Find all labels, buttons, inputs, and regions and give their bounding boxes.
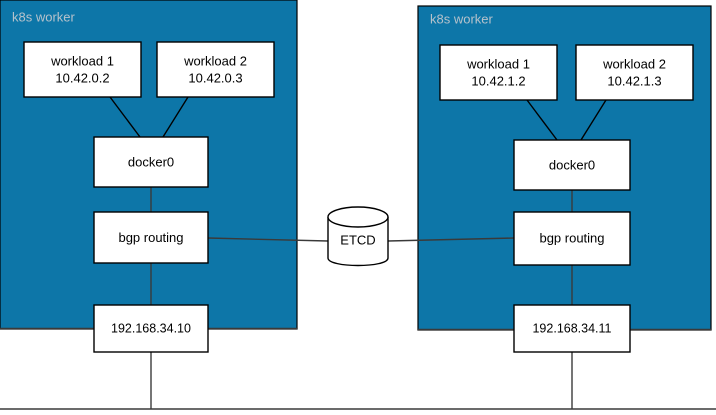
node-etcd-datastore[interactable]: ETCD	[327, 206, 389, 267]
edge-right-workload2-to-docker0	[580, 99, 607, 141]
edge-left-workload1-to-docker0	[109, 96, 141, 138]
edge-right-workload1-to-docker0	[526, 99, 558, 141]
node-left-workload2-name: workload 2	[183, 53, 247, 68]
node-right-docker0-label: docker0	[549, 157, 595, 172]
node-right-host-ip-rect[interactable]	[513, 304, 631, 353]
node-left-docker0[interactable]: docker0	[93, 136, 209, 188]
node-left-workload2-rect[interactable]	[156, 41, 275, 98]
zone-left-label: k8s worker	[12, 9, 76, 24]
edge-left-workload2-to-docker0	[162, 96, 189, 138]
node-right-bgp-routing-rect[interactable]	[513, 211, 631, 266]
node-right-workload1-rect[interactable]	[439, 44, 558, 101]
node-right-docker0-rect[interactable]	[513, 139, 631, 191]
zone-right-label: k8s worker	[430, 11, 494, 26]
node-right-workload2-ip: 10.42.1.3	[607, 73, 661, 88]
node-right-workload1-name: workload 1	[466, 56, 530, 71]
node-right-workload1-ip: 10.42.1.2	[471, 73, 525, 88]
node-left-workload1[interactable]: workload 1 10.42.0.2	[23, 41, 142, 98]
edge-left-bgp-to-etcd	[207, 237, 329, 242]
node-left-workload1-rect[interactable]	[23, 41, 142, 98]
node-right-docker0[interactable]: docker0	[513, 139, 631, 191]
node-right-workload2-rect[interactable]	[575, 44, 694, 101]
etcd-cylinder-top[interactable]	[327, 206, 389, 228]
node-left-workload2-ip: 10.42.0.3	[188, 70, 242, 85]
node-left-docker0-label: docker0	[128, 154, 174, 169]
node-right-workload2[interactable]: workload 2 10.42.1.3	[575, 44, 694, 101]
node-left-host-ip-rect[interactable]	[93, 304, 209, 353]
node-left-workload2[interactable]: workload 2 10.42.0.3	[156, 41, 275, 98]
node-left-workload1-name: workload 1	[50, 53, 114, 68]
node-left-bgp-routing-label: bgp routing	[118, 230, 183, 245]
node-right-bgp-routing-label: bgp routing	[539, 230, 604, 245]
node-right-workload2-name: workload 2	[602, 56, 666, 71]
node-right-bgp-routing[interactable]: bgp routing	[513, 211, 631, 266]
node-right-host-ip[interactable]: 192.168.34.11	[513, 304, 631, 353]
node-left-host-ip-label: 192.168.34.10	[111, 321, 191, 335]
node-left-host-ip[interactable]: 192.168.34.10	[93, 304, 209, 353]
node-left-docker0-rect[interactable]	[93, 136, 209, 188]
node-left-workload1-ip: 10.42.0.2	[55, 70, 109, 85]
node-left-bgp-routing-rect[interactable]	[93, 211, 209, 264]
node-right-workload1[interactable]: workload 1 10.42.1.2	[439, 44, 558, 101]
edge-layer	[0, 96, 716, 410]
node-etcd-label: ETCD	[340, 232, 375, 247]
edge-right-bgp-to-etcd	[387, 237, 515, 242]
node-right-host-ip-label: 192.168.34.11	[532, 321, 611, 335]
node-left-bgp-routing[interactable]: bgp routing	[93, 211, 209, 264]
